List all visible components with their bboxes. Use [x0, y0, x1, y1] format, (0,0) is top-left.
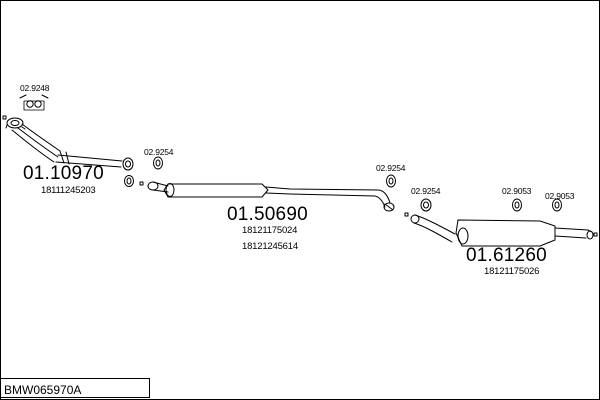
- ring-icon: [124, 175, 134, 187]
- accessory-label: 02.9053: [545, 191, 575, 201]
- rear-silencer-icon: [410, 214, 594, 247]
- ring-inner: [126, 177, 132, 185]
- mount-icon: [512, 198, 522, 212]
- accessory-label: 02.9254: [376, 163, 406, 173]
- ring-icon: [153, 156, 163, 170]
- accessory-label: 02.9254: [144, 147, 174, 157]
- gasket-icon: [19, 94, 49, 111]
- clamp-icon: [593, 232, 598, 237]
- mount-icon: [552, 198, 562, 212]
- accessory-label: 02.9248: [20, 83, 50, 93]
- oem-number: 18111245203: [41, 185, 96, 196]
- ring-icon: [420, 198, 432, 212]
- center-silencer-icon: [147, 181, 395, 212]
- front-pipe-icon: [5, 117, 134, 171]
- part-number: 01.10970: [23, 163, 104, 184]
- part-number: 01.50690: [227, 204, 308, 225]
- reference-code: BMW065970A: [4, 383, 82, 397]
- oem-number: 18121175024: [242, 225, 298, 236]
- clamp-icon: [139, 181, 144, 186]
- accessory-label: 02.9254: [411, 186, 441, 196]
- accessory-label: 02.9053: [502, 186, 532, 196]
- reference-box: BMW065970A: [0, 378, 150, 398]
- part-number: 01.61260: [466, 245, 547, 266]
- oem-number: 18121245614: [242, 241, 298, 252]
- ring-icon: [386, 174, 396, 188]
- clamp-icon: [404, 212, 409, 217]
- oem-number: 18121175026: [484, 266, 540, 277]
- clamp-icon: [2, 115, 7, 120]
